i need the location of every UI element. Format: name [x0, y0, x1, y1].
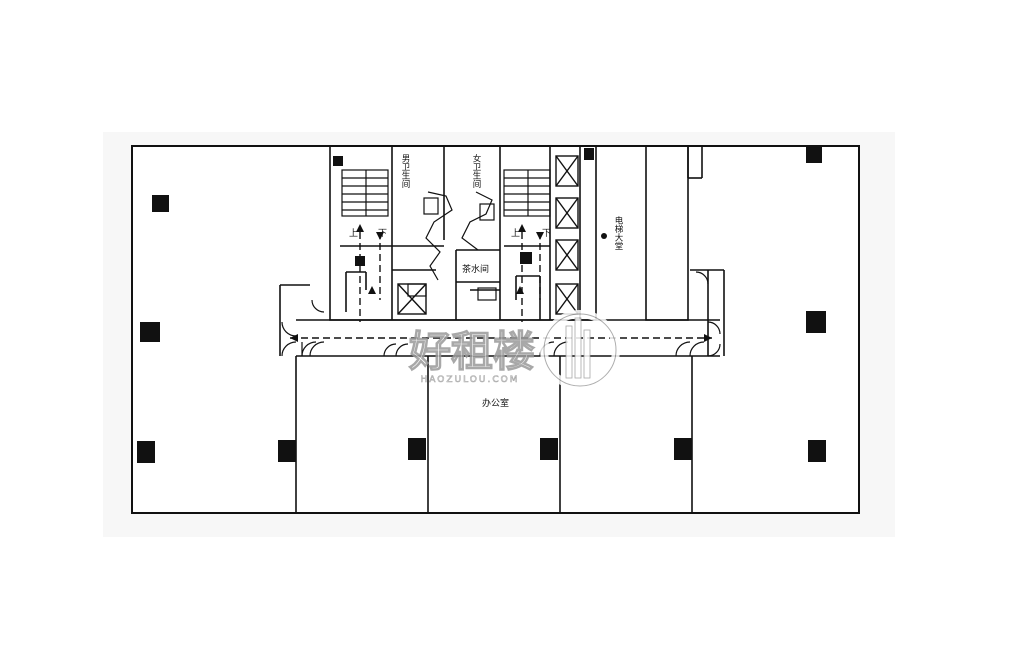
label-pantry: 茶水间 — [462, 263, 489, 275]
direction-arrow-icon — [290, 224, 712, 342]
label-office: 办公室 — [482, 397, 509, 409]
elevator-icon — [397, 155, 579, 315]
building-outline — [131, 145, 860, 514]
watermark-tower-icon — [565, 317, 591, 379]
door-icon — [281, 271, 721, 357]
watermark-logo: 好租楼 HAOZULOU.COM — [407, 310, 620, 390]
label-stair-down-left: 下 — [378, 229, 387, 239]
label-stair-down-right: 下 — [542, 229, 551, 239]
column-icon — [137, 147, 826, 463]
watermark-logo-text: 好租楼 — [408, 327, 535, 376]
label-female-restroom: 女卫生间 — [471, 153, 481, 189]
label-stair-up-left: 上 — [349, 228, 358, 239]
watermark-url-text: HAOZULOU.COM — [421, 375, 520, 385]
restroom-fixtures — [407, 191, 497, 301]
label-elevator-lobby: 电梯大堂 — [613, 215, 623, 250]
stairwell-left — [341, 169, 389, 217]
label-male-restroom: 男卫生间 — [400, 154, 410, 189]
marker-icon — [601, 233, 607, 239]
stairwell-right — [503, 169, 551, 217]
corridor-walls — [279, 269, 725, 513]
evacuation-route — [290, 232, 712, 339]
label-stair-up-right: 上 — [511, 228, 520, 239]
